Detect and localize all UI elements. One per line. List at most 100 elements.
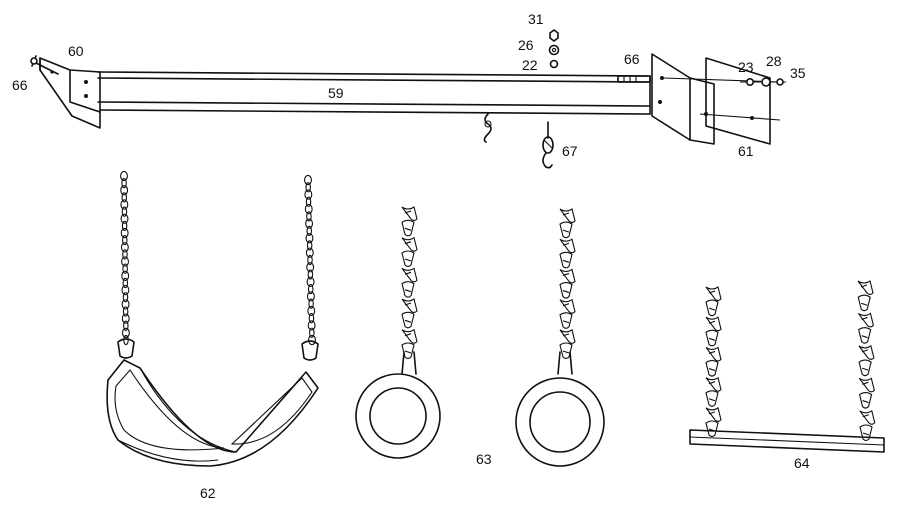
chain-link-detail (708, 368, 716, 372)
chain-link (307, 269, 314, 280)
chain-link (306, 240, 313, 251)
chain-link (705, 286, 722, 302)
chain-link-detail (708, 320, 716, 324)
swing-left-chain (120, 170, 130, 346)
chain-link (120, 213, 129, 224)
chain-link (121, 299, 130, 310)
chain-link (121, 256, 129, 267)
chain-link (401, 236, 418, 252)
chain-link (857, 294, 871, 312)
chain-link (401, 219, 415, 237)
chain-link (308, 334, 316, 346)
chain-link-detail (860, 284, 868, 288)
chain-link (304, 189, 313, 200)
chain-link (120, 242, 129, 253)
ring-left (355, 351, 441, 459)
chain-link (559, 282, 573, 299)
chain-link (306, 291, 315, 302)
bracket-61 (651, 53, 781, 145)
chain-link (401, 342, 415, 360)
chain-link-detail (404, 258, 412, 262)
trapeze-rings-63 (355, 206, 605, 467)
chain-link (559, 298, 576, 314)
chain-link (859, 424, 873, 442)
chain-link (705, 376, 722, 392)
swing-seat-62 (106, 170, 319, 467)
top-beam-assembly (30, 29, 786, 169)
label-31: 31 (528, 11, 544, 27)
chain-link (705, 316, 722, 332)
chain-link (121, 313, 130, 324)
chain-link (306, 276, 315, 287)
chain-link-detail (562, 333, 570, 337)
chain-link (705, 299, 719, 317)
chain-link-detail (862, 381, 869, 385)
chain-link (858, 344, 875, 360)
chain-link (705, 329, 719, 347)
label-28: 28 (766, 53, 782, 69)
chain-link (401, 281, 415, 298)
chain-link (305, 233, 314, 244)
chain-link (305, 218, 314, 229)
label-22: 22 (522, 57, 538, 73)
chain-link (121, 220, 128, 232)
chain-link (308, 313, 315, 324)
chain-link (122, 235, 128, 246)
chain-link (858, 312, 875, 328)
beam-59 (97, 71, 651, 115)
chain-link-detail (861, 367, 869, 371)
chain-link (122, 306, 129, 317)
chain-link-detail (562, 229, 570, 233)
chain-link (401, 250, 415, 268)
chain-link-detail (404, 210, 412, 214)
chain-link-detail (861, 316, 868, 320)
chain-link (309, 327, 315, 338)
hook-67 (542, 121, 554, 169)
s-hook (483, 113, 492, 143)
chain-link (121, 206, 128, 217)
chain-link (857, 280, 874, 296)
chain-link (304, 174, 312, 186)
chain-link (123, 320, 129, 331)
label-26: 26 (518, 37, 534, 53)
chain-link (122, 249, 128, 260)
chain-link (705, 406, 722, 422)
chain-link (858, 377, 875, 393)
chain-link-detail (404, 241, 412, 245)
chain-link-detail (404, 302, 412, 306)
chain-link (559, 238, 576, 254)
chain-link-detail (562, 303, 570, 307)
chain-link (308, 298, 314, 309)
chain-link-detail (404, 227, 412, 231)
chain-link (705, 346, 722, 362)
chain-link (705, 360, 719, 377)
chain-link (559, 268, 576, 284)
chain-link (304, 203, 313, 215)
label-66-left: 66 (12, 77, 28, 93)
chain-link (123, 334, 129, 346)
chain-link (401, 206, 418, 222)
label-61: 61 (738, 143, 754, 159)
label-35: 35 (790, 65, 806, 81)
chain-link-detail (708, 337, 716, 341)
chain-link-detail (862, 400, 869, 404)
chain-link (306, 225, 313, 237)
bracket-60 (39, 57, 101, 129)
label-66-right: 66 (624, 51, 640, 67)
bolt-66-left (30, 55, 59, 75)
chain-link-detail (562, 259, 570, 263)
chain-link (305, 182, 311, 193)
chain-link (307, 254, 313, 266)
chain-link-detail (861, 349, 869, 353)
chain-link (858, 359, 872, 377)
chain-link-detail (862, 414, 869, 418)
chain-link-detail (562, 272, 570, 276)
chain-link-detail (862, 432, 870, 436)
chain-link-detail (708, 398, 716, 402)
chain-link (559, 221, 573, 239)
chain-link (305, 247, 314, 258)
ring-left-chain (401, 206, 418, 360)
chain-link (559, 251, 573, 269)
